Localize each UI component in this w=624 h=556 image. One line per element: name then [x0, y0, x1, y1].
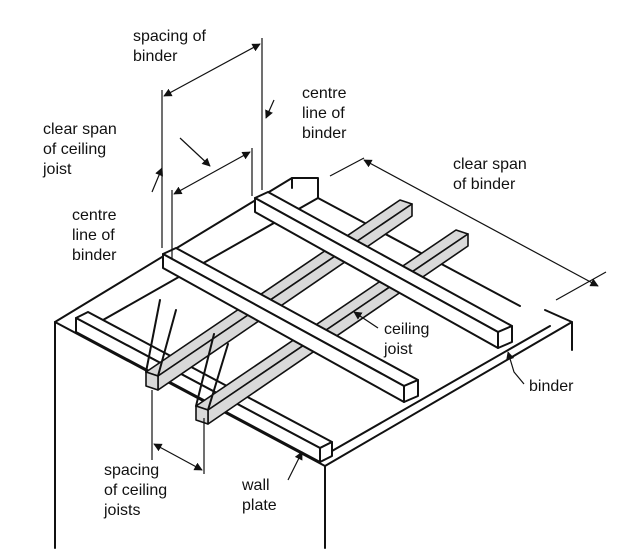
label-line: wall — [242, 477, 270, 494]
label-line: clear span — [453, 156, 527, 173]
label-line: of ceiling — [43, 141, 107, 158]
label-clear-span-of-binder: clear span of binder — [453, 155, 527, 195]
label-line: plate — [242, 497, 277, 514]
label-line: spacing — [104, 462, 160, 479]
label-line: ceiling — [384, 321, 430, 338]
label-line: centre — [302, 85, 347, 102]
label-spacing-of-binder: spacing of binder — [133, 27, 206, 67]
label-binder: binder — [529, 377, 573, 397]
label-ceiling-joist: ceiling joist — [384, 320, 429, 360]
label-line: binder — [133, 48, 178, 65]
label-clear-span-of-ceiling-joist: clear span of ceiling joist — [43, 120, 117, 180]
dimension-lines — [151, 38, 607, 481]
label-line: spacing of — [133, 28, 206, 45]
label-line: of binder — [453, 176, 516, 193]
label-line: line of — [72, 227, 115, 244]
label-wall-plate: wall plate — [242, 476, 277, 516]
label-centre-line-of-binder-left: centre line of binder — [72, 206, 116, 266]
label-centre-line-of-binder-right: centre line of binder — [302, 84, 346, 144]
label-spacing-of-ceiling-joists: spacing of ceiling joists — [104, 461, 167, 521]
label-line: binder — [72, 247, 117, 264]
label-line: binder — [302, 125, 347, 142]
label-line: joists — [104, 502, 141, 519]
label-line: binder — [529, 378, 574, 395]
label-line: clear span — [43, 121, 117, 138]
wall-plate — [75, 311, 333, 463]
label-line: joist — [43, 161, 72, 178]
label-line: joist — [384, 341, 413, 358]
label-line: centre — [72, 207, 117, 224]
label-line: of ceiling — [104, 482, 168, 499]
label-line: line of — [302, 105, 345, 122]
